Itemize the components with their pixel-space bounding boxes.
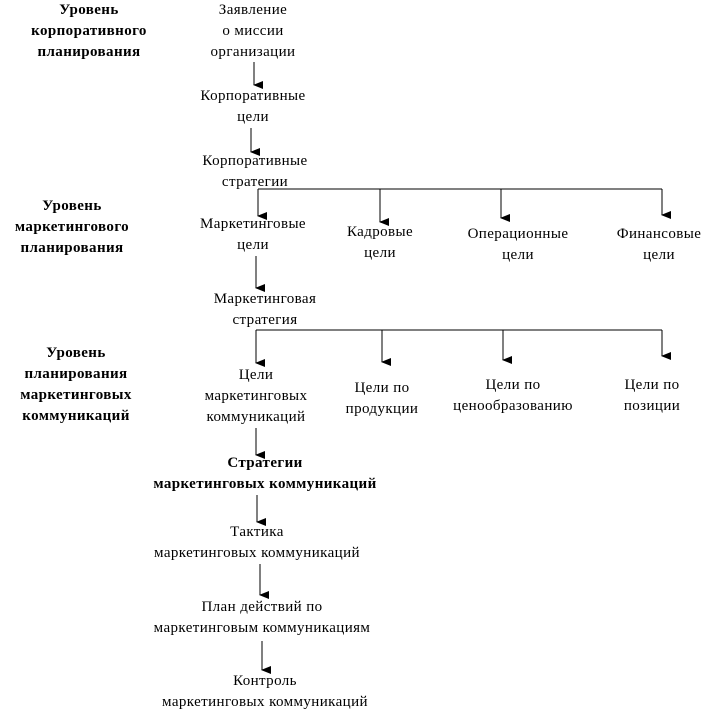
node-mc-control: Контроль маркетинговых коммуникаций [162, 673, 368, 710]
node-marketing-strategy: Маркетинговая стратегия [213, 291, 317, 328]
node-corp-goals: Корпоративные цели [200, 88, 306, 125]
node-product-goals: Цели по продукции [345, 380, 419, 417]
node-mission: Заявление о миссии организации [210, 2, 296, 60]
node-financial-goals: Финансовые цели [616, 226, 702, 263]
node-mc-tactics: Тактика маркетинговых коммуникаций [154, 524, 360, 561]
node-mc-goals: Цели маркетинговых коммуникаций [204, 367, 308, 425]
node-mc-strategies: Стратегии маркетинговых коммуникаций [153, 455, 377, 492]
level-corporate-label: Уровень корпоративного планирования [31, 2, 147, 60]
node-hr-goals: Кадровые цели [346, 224, 414, 261]
node-operational-goals: Операционные цели [467, 226, 569, 263]
node-mc-action-plan: План действий по маркетинговым коммуника… [153, 599, 371, 636]
level-marketing-label: Уровень маркетингового планирования [14, 198, 130, 256]
level-communications-label: Уровень планирования маркетинговых комму… [20, 345, 132, 424]
node-pricing-goals: Цели по ценообразованию [453, 377, 573, 414]
node-corp-strategies: Корпоративные стратегии [202, 153, 308, 190]
node-marketing-goals: Маркетинговые цели [200, 216, 306, 253]
node-positioning-goals: Цели по позиции [623, 377, 681, 414]
